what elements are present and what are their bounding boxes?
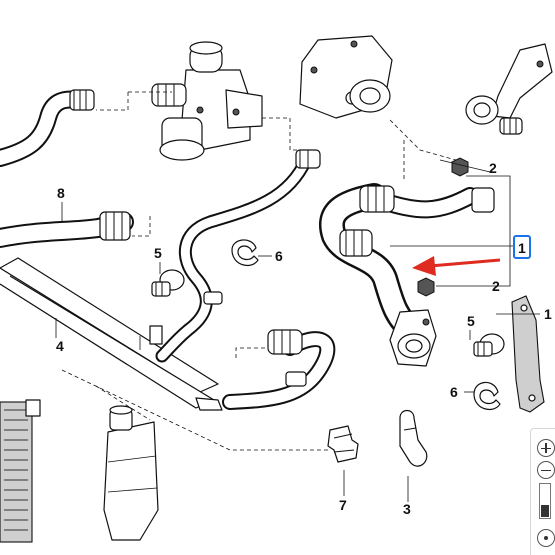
callout-2-top: 2 xyxy=(489,160,497,176)
hose-8 xyxy=(0,89,134,248)
zoom-slider-fill xyxy=(541,505,549,517)
callout-8: 8 xyxy=(57,185,65,201)
zoom-in-icon[interactable] xyxy=(537,439,555,457)
callout-6-left: 6 xyxy=(275,248,283,264)
callout-1-bracket: 1 xyxy=(544,306,552,322)
clamp-6-left xyxy=(231,239,259,267)
callout-7: 7 xyxy=(339,497,347,513)
callout-4: 4 xyxy=(56,338,64,354)
hose-lower xyxy=(222,329,336,410)
zoom-controls xyxy=(530,428,555,555)
zoom-out-icon[interactable] xyxy=(537,461,555,479)
thermostat-housing xyxy=(151,41,263,161)
nut-2-top xyxy=(451,157,469,177)
callout-5-right: 5 xyxy=(467,313,475,329)
zoom-slider[interactable] xyxy=(539,483,551,519)
expansion-tank xyxy=(103,405,159,541)
nut-2-bottom xyxy=(417,277,435,297)
radiator xyxy=(0,399,41,543)
water-pump xyxy=(299,35,393,119)
leader-lines xyxy=(55,91,540,502)
callout-1-highlighted: 1 xyxy=(518,240,526,256)
callout-highlight-box xyxy=(513,235,531,259)
screw-5-right xyxy=(473,333,505,357)
clip-3 xyxy=(399,409,428,467)
clip-7 xyxy=(327,425,359,463)
hose-middle-thin xyxy=(155,149,321,363)
callout-2-bottom: 2 xyxy=(492,278,500,294)
bracket-1-right xyxy=(511,295,545,413)
highlight-arrow xyxy=(412,256,501,276)
clamp-6-right xyxy=(473,381,501,411)
reset-view-icon[interactable] xyxy=(537,529,555,547)
callout-3: 3 xyxy=(403,501,411,517)
hose-1 xyxy=(319,183,495,367)
screw-5-left xyxy=(151,269,185,297)
pipe-connector xyxy=(465,43,553,135)
callout-6-right: 6 xyxy=(450,384,458,400)
callout-5-left: 5 xyxy=(154,245,162,261)
